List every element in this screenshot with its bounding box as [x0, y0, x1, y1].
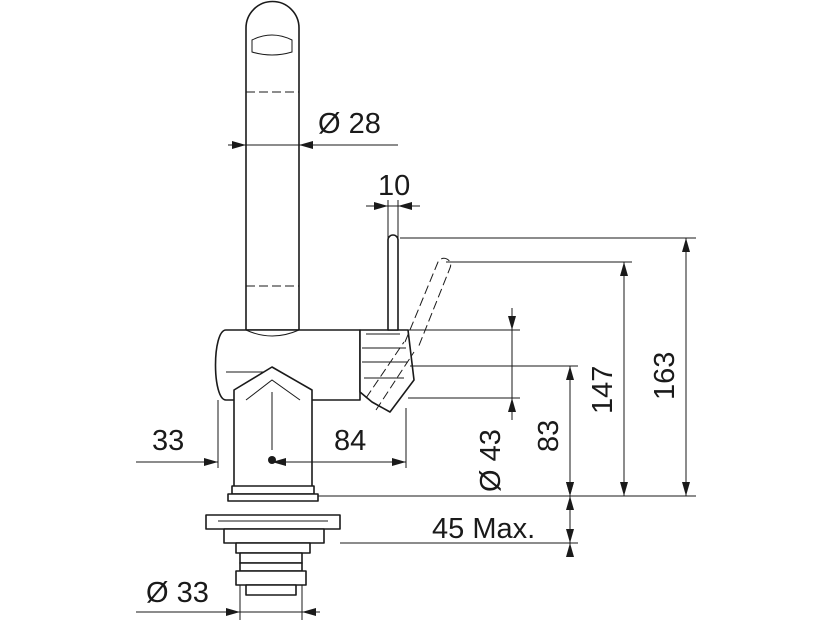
shank-thread-1 [239, 562, 303, 572]
faucet-base [233, 366, 313, 489]
dimension-labels: Ø 28 10 33 84 45 Max. Ø 33 Ø 43 83 147 1… [146, 108, 681, 609]
lever-tilted-outline [404, 257, 452, 349]
label-body-height: 83 [533, 420, 565, 452]
spout-aerator [251, 34, 293, 56]
shank-end [245, 584, 297, 596]
label-reach: 84 [334, 425, 366, 457]
mounting-nut [235, 542, 311, 554]
label-shank-diameter: Ø 33 [146, 577, 209, 609]
label-max-thickness: 45 Max. [432, 513, 535, 545]
shank-nut [235, 570, 307, 586]
spout-column [245, 0, 300, 331]
base-ring [227, 493, 319, 502]
base-flange [231, 485, 315, 495]
lever-handle [387, 234, 399, 331]
faucet-outline [205, 0, 452, 596]
label-left-offset: 33 [152, 425, 184, 457]
label-spout-diameter: Ø 28 [318, 108, 381, 140]
label-body-diameter: Ø 43 [475, 429, 507, 492]
label-total-height: 163 [649, 352, 681, 400]
lever-cartridge [359, 329, 415, 413]
dimension-lines [136, 141, 696, 620]
mounting-washer [223, 528, 325, 544]
label-lever-width: 10 [378, 170, 410, 202]
label-lever-height: 147 [587, 366, 619, 414]
mounting-plate [205, 514, 341, 530]
shank-top [239, 552, 303, 564]
